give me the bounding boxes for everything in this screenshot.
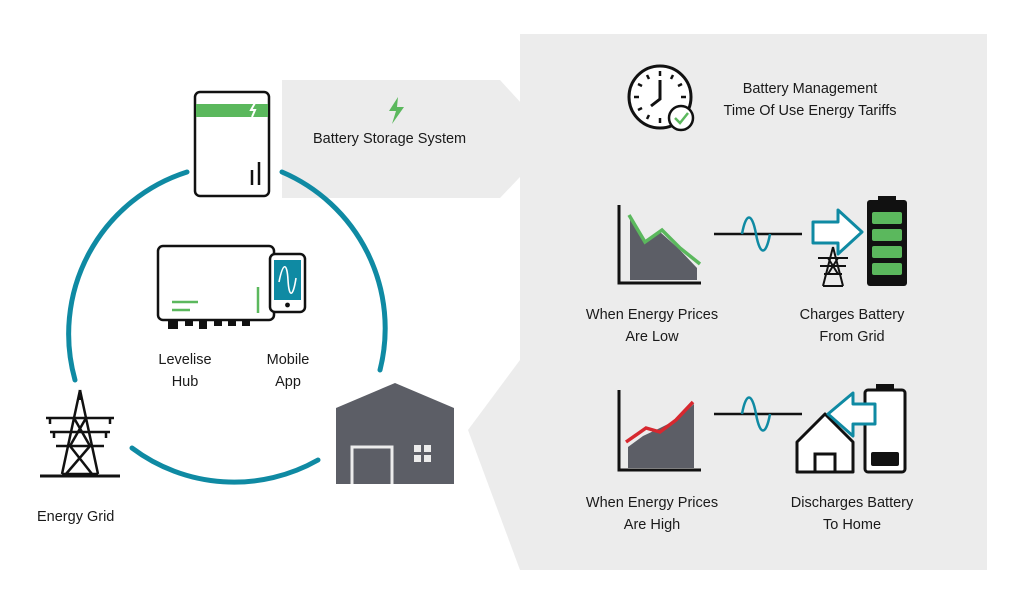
sine-wave-icon (714, 216, 802, 432)
hub-label-line2: Hub (171, 374, 199, 390)
lightning-icon (389, 97, 404, 124)
battery-storage-label: Battery Storage System (313, 131, 467, 147)
discharges-battery-label: Discharges Battery To Home (772, 492, 932, 536)
house-icon (336, 383, 454, 484)
house-pointer (468, 360, 520, 570)
discharge-battery-group (795, 384, 907, 474)
charges-battery-line1: Charges Battery (799, 307, 905, 323)
tariff-panel (520, 34, 987, 570)
panel-header-line1: Battery Management (742, 81, 878, 97)
charges-battery-label: Charges Battery From Grid (782, 304, 922, 348)
charge-battery-group (811, 196, 907, 287)
clock-check-icon (627, 64, 695, 132)
energy-grid-label: Energy Grid (37, 509, 115, 525)
low-prices-line1: When Energy Prices (585, 307, 719, 323)
high-prices-line2: Are High (623, 517, 681, 533)
charge-arrow-icon (811, 208, 864, 256)
battery-icon (193, 90, 271, 198)
chart-down-icon (617, 205, 702, 285)
energy-cycle-ring (66, 169, 388, 485)
low-prices-line2: Are Low (625, 329, 679, 345)
app-label-line2: App (275, 374, 301, 390)
small-pylon-icon (818, 246, 848, 287)
hub-label: Levelise Hub (150, 349, 220, 393)
charges-battery-line2: From Grid (819, 329, 885, 345)
discharge-arrow-icon (826, 391, 877, 438)
pylon-icon (40, 389, 120, 478)
storage-arrow-banner (282, 80, 555, 198)
app-label-line1: Mobile (266, 352, 310, 368)
high-prices-line1: When Energy Prices (585, 495, 719, 511)
low-prices-label: When Energy Prices Are Low (572, 304, 732, 348)
app-label: Mobile App (256, 349, 320, 393)
hub-label-line1: Levelise (158, 352, 212, 368)
panel-header-line2: Time Of Use Energy Tariffs (723, 103, 897, 119)
panel-header: Battery Management Time Of Use Energy Ta… (705, 78, 915, 122)
mobile-app-icon (268, 252, 307, 314)
chart-up-icon (617, 390, 701, 472)
discharges-battery-line2: To Home (822, 517, 882, 533)
hub-icon (156, 244, 276, 329)
discharges-battery-line1: Discharges Battery (790, 495, 914, 511)
high-prices-label: When Energy Prices Are High (572, 492, 732, 536)
